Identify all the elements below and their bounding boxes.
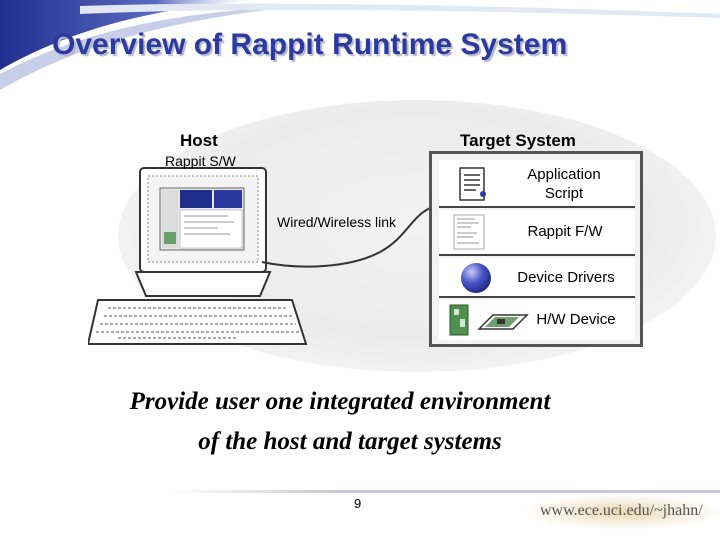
slide-title: Overview of Rappit Runtime System <box>52 28 568 61</box>
layer-rappit-fw: Rappit F/W <box>439 210 635 256</box>
host-label: Host <box>180 131 218 150</box>
layer-hw-device: H/W Device <box>439 300 635 340</box>
footer-divider <box>170 490 720 493</box>
host-computer-icon <box>88 167 308 345</box>
link-label: Wired/Wireless link <box>277 214 397 230</box>
caption-line-1: Provide user one integrated environment <box>129 388 551 415</box>
header-swoosh <box>0 0 720 90</box>
firmware-listing-icon <box>453 214 485 250</box>
layer-label-rappit-fw: Rappit F/W <box>527 223 603 240</box>
layer-label-hw-device: H/W Device <box>536 311 616 328</box>
footer-url[interactable]: www.ece.uci.edu/~jhahn/ <box>522 494 720 530</box>
script-document-icon <box>459 167 486 201</box>
host-software-label: Rappit S/W <box>165 153 236 169</box>
caption-line-2: of the host and target systems <box>198 428 502 455</box>
page-number: 9 <box>354 496 362 511</box>
blue-sphere-icon <box>461 263 491 293</box>
layer-label-device-drivers: Device Drivers <box>517 269 615 286</box>
target-system-label: Target System <box>460 131 576 150</box>
circuit-board-icon <box>449 304 529 336</box>
layer-device-drivers: Device Drivers <box>439 258 635 298</box>
